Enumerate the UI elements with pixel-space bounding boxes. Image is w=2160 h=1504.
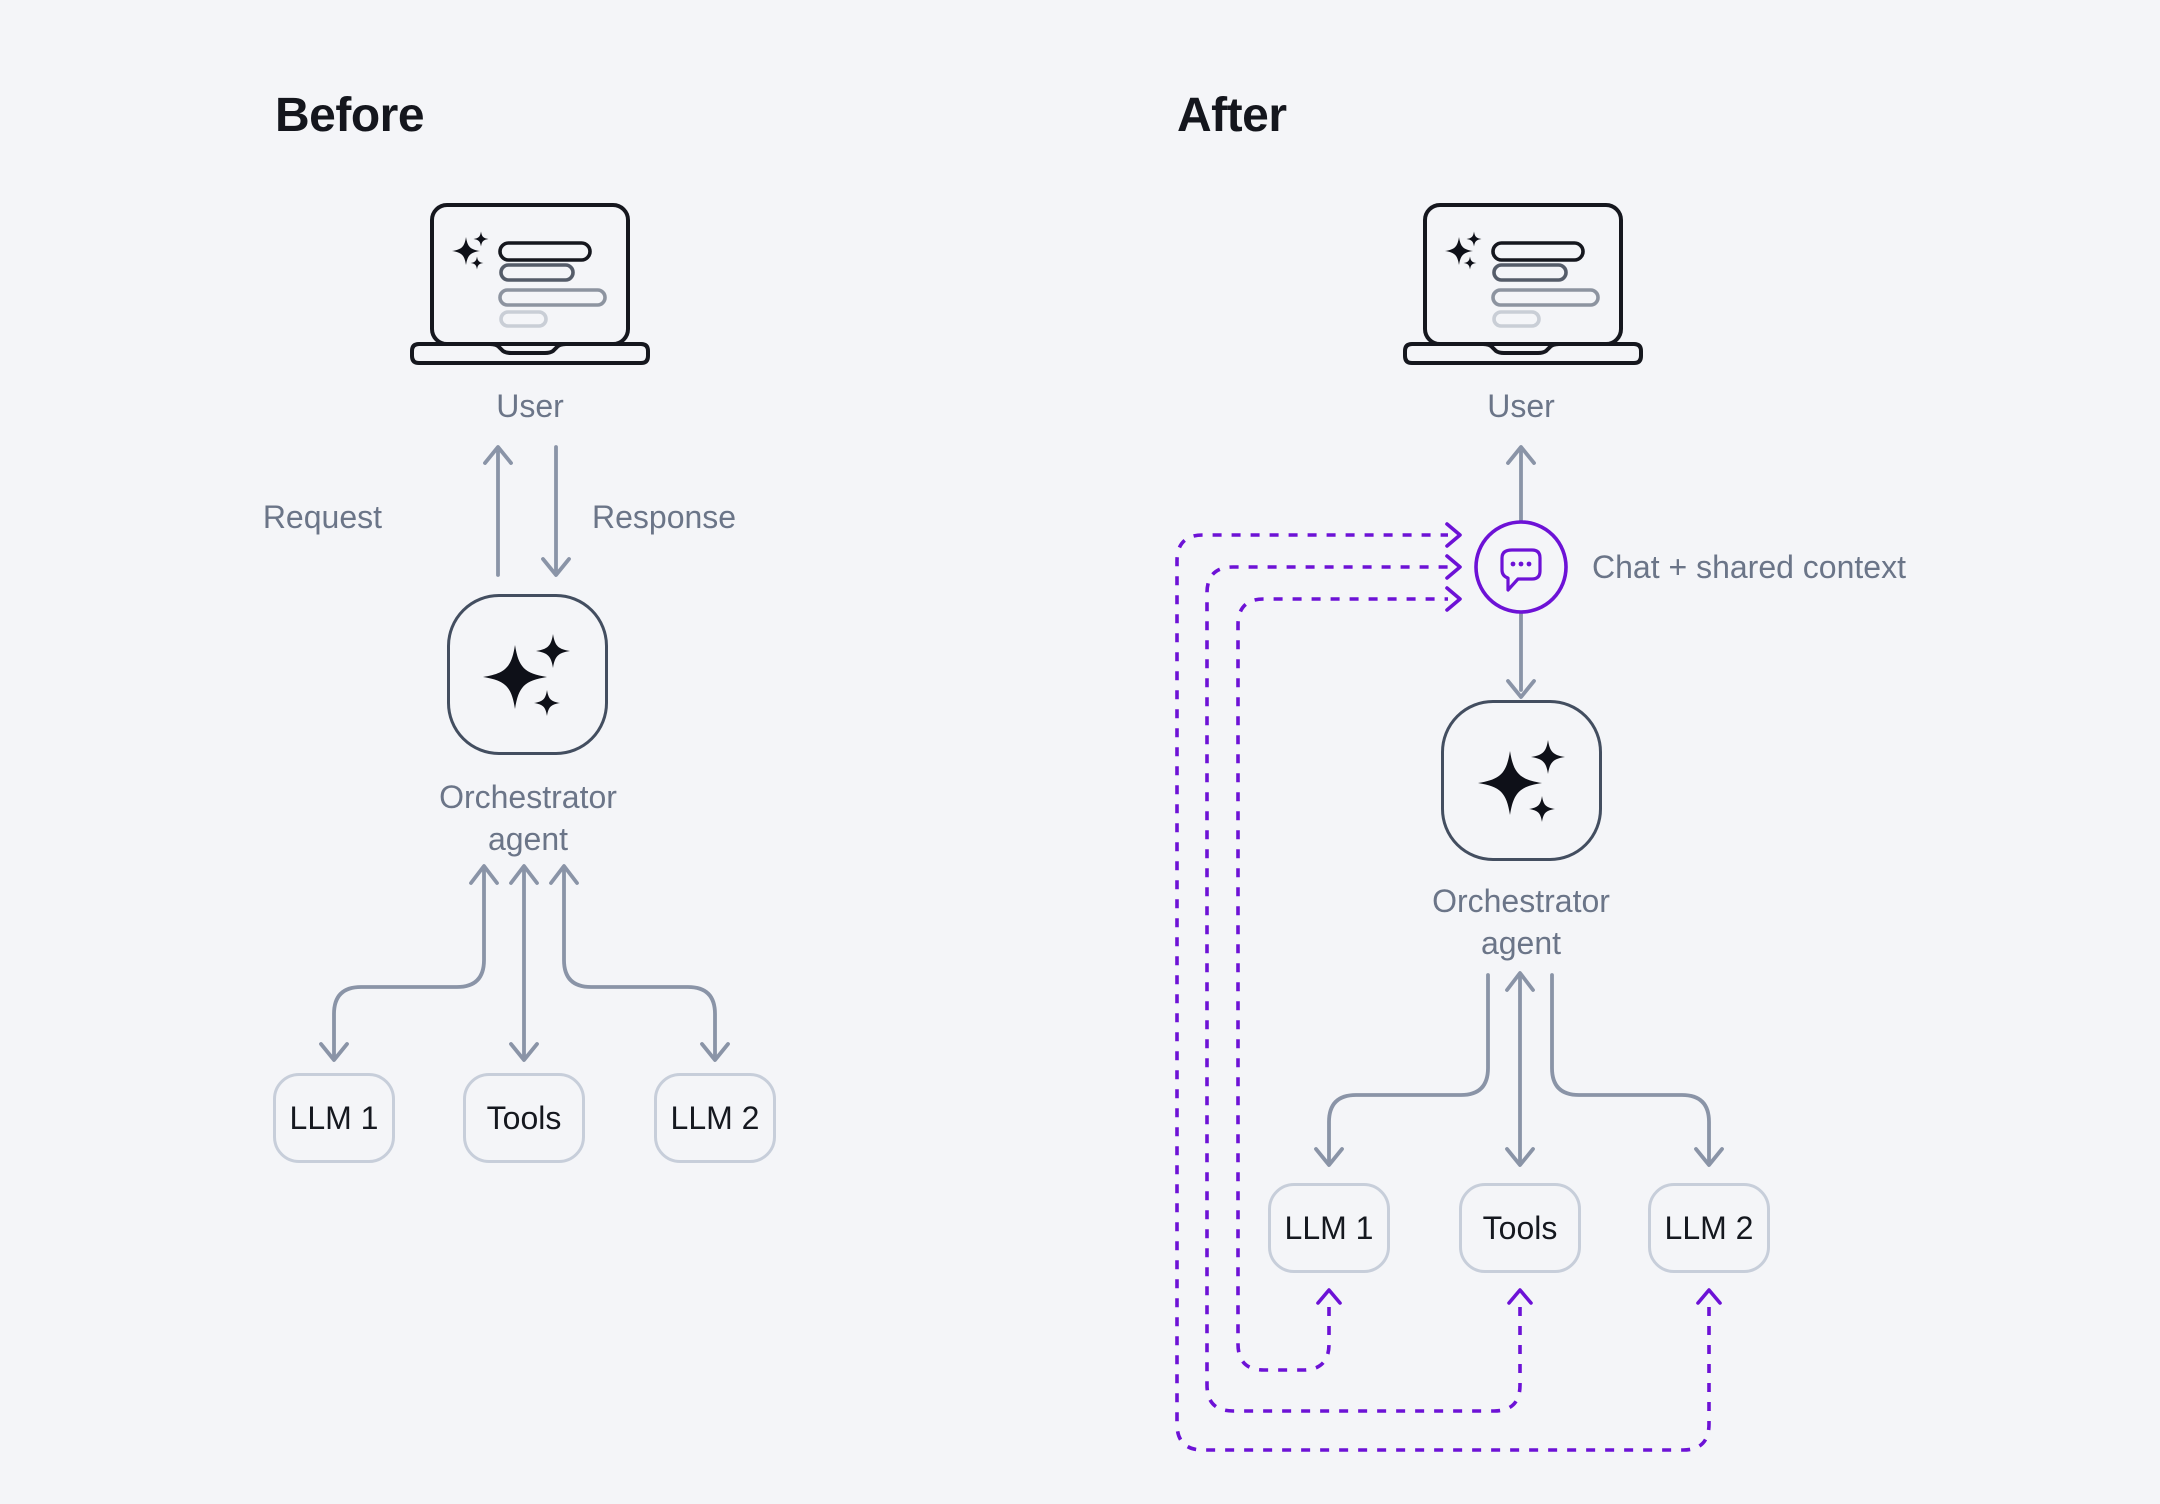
- after-title: After: [1177, 89, 1287, 142]
- after-node-llm1: LLM 1: [1268, 1183, 1390, 1273]
- request-arrow: [483, 445, 513, 577]
- before-node-llm2: LLM 2: [654, 1073, 776, 1163]
- node-label: Tools: [1482, 1209, 1558, 1246]
- response-label: Response: [592, 499, 737, 535]
- after-orchestrator-label: Orchestrator agent: [1432, 883, 1610, 961]
- after-node-llm2: LLM 2: [1648, 1183, 1770, 1273]
- request-label: Request: [262, 499, 382, 535]
- before-user-label: User: [496, 388, 564, 424]
- chat-to-orchestrator-arrow: [1506, 610, 1536, 699]
- orchestrator-to-tools-arrow: [1505, 971, 1535, 1167]
- node-label: LLM 2: [670, 1099, 760, 1136]
- chat-bubble-icon: [1474, 520, 1568, 614]
- shared-context-loop-llm1: [1236, 586, 1462, 1372]
- laptop-icon: [410, 203, 650, 365]
- before-panel-artwork: [319, 203, 730, 1062]
- node-label: LLM 1: [1284, 1209, 1374, 1246]
- orchestrator-to-llm2-arrow: [1550, 973, 1724, 1167]
- after-node-tools: Tools: [1459, 1183, 1581, 1273]
- node-label: Tools: [486, 1099, 562, 1136]
- node-label: LLM 1: [289, 1099, 379, 1136]
- orchestrator-to-llm2-arrow: [549, 864, 730, 1062]
- chat-shared-context-label: Chat + shared context: [1592, 549, 1906, 585]
- chat-to-user-arrow: [1506, 445, 1536, 524]
- orchestrator-to-llm1-arrow: [1314, 973, 1490, 1167]
- before-title: Before: [275, 89, 425, 142]
- before-node-tools: Tools: [463, 1073, 585, 1163]
- node-label: LLM 2: [1664, 1209, 1754, 1246]
- orchestrator-to-tools-arrow: [509, 864, 539, 1062]
- before-orchestrator-node: [447, 594, 608, 755]
- before-node-llm1: LLM 1: [273, 1073, 395, 1163]
- after-user-label: User: [1487, 388, 1555, 424]
- after-orchestrator-node: [1441, 700, 1602, 861]
- shared-context-loop-tools: [1205, 554, 1533, 1413]
- response-arrow: [541, 445, 571, 577]
- before-orchestrator-label: Orchestrator agent: [439, 779, 617, 857]
- laptop-icon: [1403, 203, 1643, 365]
- orchestrator-to-llm1-arrow: [319, 864, 499, 1062]
- shared-context-loop-llm2: [1175, 522, 1722, 1452]
- after-panel-artwork: [1175, 203, 1724, 1452]
